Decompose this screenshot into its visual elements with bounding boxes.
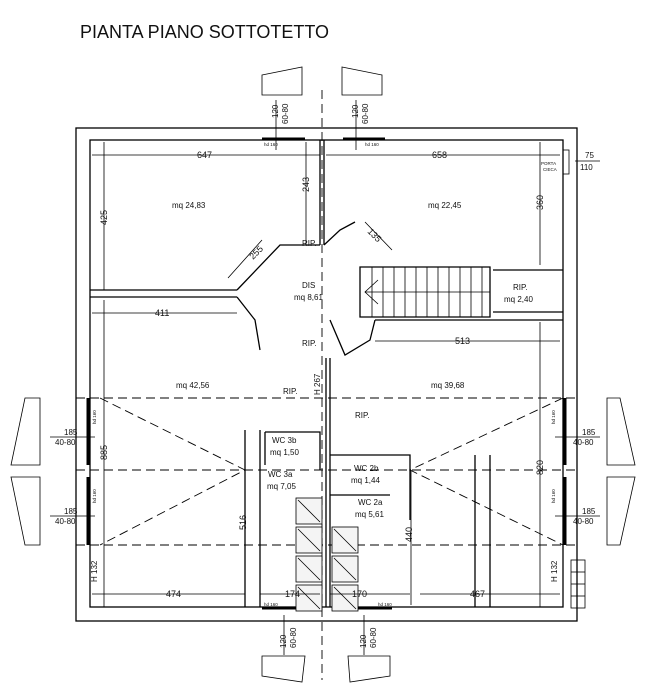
- dim-658: 658: [432, 150, 447, 160]
- window-hd: hd 160: [92, 489, 97, 503]
- plan-labels: PIANTA PIANO SOTTOTETTO mq 24,83 mq 22,45 m…: [55, 22, 596, 648]
- room-area-dis: mq 8,61: [294, 293, 323, 302]
- dim-243: 243: [301, 177, 311, 192]
- dim-820: 820: [535, 460, 545, 475]
- door-height: 110: [580, 163, 593, 172]
- skylight-left-bottom: [10, 476, 41, 546]
- room-area-ne: mq 22,45: [428, 201, 462, 210]
- page-title: PIANTA PIANO SOTTOTETTO: [80, 22, 329, 42]
- dim-360: 360: [535, 195, 545, 210]
- room-label-wc2a: WC 2a: [358, 498, 383, 507]
- dimension-lines: [50, 100, 600, 655]
- dim-255: 255: [247, 244, 265, 262]
- skylight-right-top: [606, 397, 636, 466]
- dim-885: 885: [99, 445, 109, 460]
- dim-411: 411: [155, 308, 169, 318]
- plan-geometry: [10, 66, 636, 683]
- window-side-sill: 40-80: [55, 438, 76, 447]
- dim-425: 425: [99, 210, 109, 225]
- room-area-se: mq 39,68: [431, 381, 465, 390]
- shower-units: [295, 497, 359, 612]
- room-area-rip: mq 2,40: [504, 295, 533, 304]
- dim-647: 647: [197, 150, 212, 160]
- window-side-sill: 40-80: [55, 517, 76, 526]
- window-height: 120: [359, 634, 368, 648]
- dim-135: 135: [366, 226, 384, 244]
- dim-440: 440: [404, 527, 414, 542]
- window-height: 120: [271, 104, 280, 118]
- dim-474: 474: [166, 589, 181, 599]
- window-hd: hd 160: [551, 489, 556, 503]
- window-sill: 60-80: [369, 627, 378, 648]
- door-label: CIECA: [543, 167, 557, 172]
- hip-lines: [99, 397, 564, 546]
- window-hd: hd 160: [92, 410, 97, 424]
- room-label-rip: RIP.: [302, 239, 317, 248]
- dim-174: 174: [285, 589, 300, 599]
- height-267: H 267: [313, 373, 322, 395]
- window-hd: hd 160: [551, 410, 556, 424]
- door-width: 75: [585, 151, 594, 160]
- outer-wall: [75, 127, 578, 622]
- room-label-dis: DIS: [302, 281, 315, 290]
- door-label: PORTA: [541, 161, 556, 166]
- room-area-wc2b: mq 1,44: [351, 476, 380, 485]
- window-side-height: 185: [64, 507, 78, 516]
- staircase: [364, 267, 490, 317]
- window-side-sill: 40-80: [573, 438, 594, 447]
- roof-ladder: [570, 559, 586, 609]
- room-label-rip: RIP.: [355, 411, 370, 420]
- skylight-bottom-left: [261, 655, 306, 683]
- window-side-height: 185: [64, 428, 78, 437]
- skylight-bottom-right: [347, 655, 391, 683]
- window-sill: 60-80: [289, 627, 298, 648]
- dim-170: 170: [352, 589, 367, 599]
- room-area-sw: mq 42,56: [176, 381, 210, 390]
- blind-door: [562, 149, 570, 175]
- skylight-top-right: [341, 66, 383, 96]
- room-area-wc3a: mq 7,05: [267, 482, 296, 491]
- window-hd: hd 160: [264, 142, 278, 147]
- window-side-height: 185: [582, 507, 596, 516]
- dim-467: 467: [470, 589, 485, 599]
- room-label-wc3b: WC 3b: [272, 436, 297, 445]
- window-side-height: 185: [582, 428, 596, 437]
- window-hd: hd 160: [378, 602, 392, 607]
- window-side-sill: 40-80: [573, 517, 594, 526]
- window-height: 120: [279, 634, 288, 648]
- room-area-wc2a: mq 5,61: [355, 510, 384, 519]
- room-label-rip: RIP.: [513, 283, 528, 292]
- room-area-wc3b: mq 1,50: [270, 448, 299, 457]
- window-sill: 60-80: [361, 103, 370, 124]
- interior-walls: [90, 140, 563, 607]
- room-label-rip: RIP.: [283, 387, 298, 396]
- room-label-wc3a: WC 3a: [268, 470, 293, 479]
- room-label-rip: RIP.: [302, 339, 317, 348]
- room-label-wc2b: WC 2b: [354, 464, 379, 473]
- dim-513: 513: [455, 336, 470, 346]
- dim-516: 516: [238, 515, 248, 530]
- height-132-right: H 132: [550, 560, 559, 582]
- window-hd: hd 160: [264, 602, 278, 607]
- skylight-left-top: [10, 397, 41, 466]
- window-sill: 60-80: [281, 103, 290, 124]
- skylight-top-left: [261, 66, 303, 96]
- window-height: 120: [351, 104, 360, 118]
- room-area-nw: mq 24,83: [172, 201, 206, 210]
- skylight-right-bottom: [606, 476, 636, 546]
- height-132-left: H 132: [90, 560, 99, 582]
- window-hd: hd 160: [365, 142, 379, 147]
